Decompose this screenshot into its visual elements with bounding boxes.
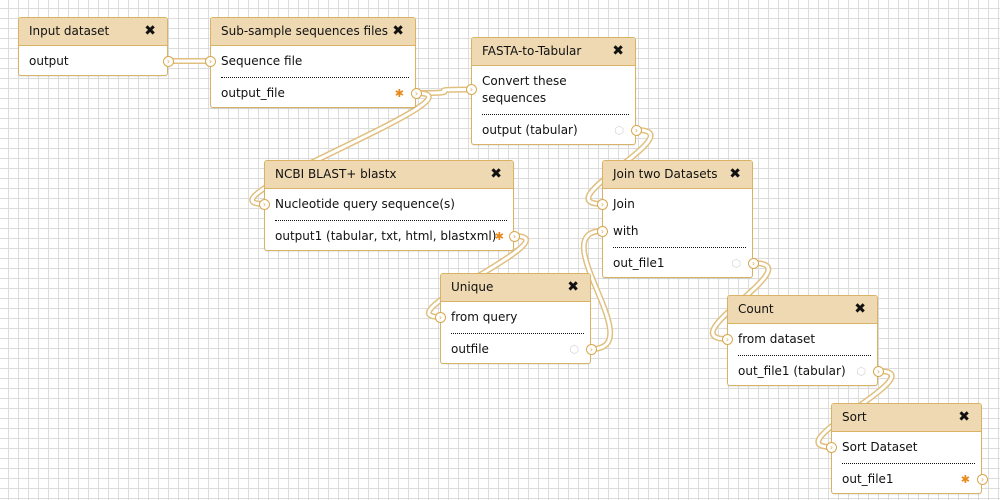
node-header[interactable]: Sub-sample sequences files ✖ [211,18,415,46]
input-terminal-row: › with [597,218,752,245]
workflow-output-star-icon[interactable]: ✱ [494,229,504,243]
divider [451,333,584,334]
node-ncbi-blastx[interactable]: NCBI BLAST+ blastx ✖ › Nucleotide query … [259,160,520,251]
input-port-icon[interactable]: › [597,225,608,237]
input-label: Nucleotide query sequence(s) [275,197,455,211]
output-port-icon[interactable]: › [411,87,422,99]
workflow-output-unmarked-icon[interactable]: ⬡ [614,123,624,137]
close-icon[interactable]: ✖ [958,409,970,425]
output-port-icon[interactable]: › [586,343,597,355]
input-terminal-row: › Sort Dataset [826,434,981,461]
node-fasta-to-tabular[interactable]: FASTA-to-Tabular ✖ › Convert these seque… [466,37,642,145]
connection-wire-inner [416,88,472,95]
input-label: with [613,224,639,238]
input-port-icon[interactable]: › [435,311,446,323]
node-title: Input dataset [29,24,110,38]
output-terminal-row: output1 (tabular, txt, html, blastxml) ✱… [265,223,520,250]
divider [221,77,409,78]
node-title: FASTA-to-Tabular [482,44,582,58]
connection-wire-inner [251,91,430,206]
output-label: out_file1 [842,472,894,486]
node-header[interactable]: Join two Datasets ✖ [603,161,752,189]
workflow-output-star-icon[interactable]: ✱ [394,86,404,100]
output-terminal-row: outfile ⬡ › [441,336,597,363]
input-port-icon[interactable]: › [826,441,837,453]
input-label: Join [613,197,635,211]
input-terminal-row: › Sequence file [205,48,415,75]
workflow-output-unmarked-icon[interactable]: ⬡ [731,256,741,270]
input-port-icon[interactable]: › [259,198,270,210]
close-icon[interactable]: ✖ [490,166,502,182]
output-port-icon[interactable]: › [748,257,759,269]
close-icon[interactable]: ✖ [144,23,156,39]
divider [738,355,871,356]
output-terminal-row: output (tabular) ⬡ › [472,117,642,144]
close-icon[interactable]: ✖ [729,166,741,182]
output-label: output (tabular) [482,123,578,137]
output-port-icon[interactable]: › [163,55,174,67]
output-terminal-row: output_file ✱ › [211,80,422,107]
close-icon[interactable]: ✖ [612,43,624,59]
workflow-output-unmarked-icon[interactable]: ⬡ [569,342,579,356]
divider [842,463,975,464]
output-terminal-row: output › [19,48,174,75]
output-label: out_file1 (tabular) [738,364,846,378]
output-terminal-row: out_file1 ✱ › [832,466,988,493]
input-port-icon[interactable]: › [466,84,477,95]
node-title: Join two Datasets [613,167,718,181]
node-header[interactable]: FASTA-to-Tabular ✖ [472,38,635,66]
input-terminal-row: › Join [597,191,752,218]
node-header[interactable]: Input dataset ✖ [19,18,167,46]
output-label: output1 (tabular, txt, html, blastxml) [275,229,497,243]
node-title: Unique [451,280,494,294]
node-header[interactable]: Count ✖ [728,296,877,324]
node-header[interactable]: Sort ✖ [832,404,981,432]
node-unique[interactable]: Unique ✖ › from query outfile ⬡ › [435,273,597,364]
node-header[interactable]: NCBI BLAST+ blastx ✖ [265,161,513,189]
input-terminal-row: › from query [435,304,590,331]
input-label: Sequence file [221,54,303,68]
output-label: output [29,54,69,68]
output-label: out_file1 [613,256,665,270]
node-header[interactable]: Unique ✖ [441,274,590,302]
workflow-output-star-icon[interactable]: ✱ [960,472,970,486]
input-label: Sort Dataset [842,440,918,454]
input-label: from query [451,310,518,324]
output-port-icon[interactable]: › [873,365,884,377]
input-terminal-row: › Nucleotide query sequence(s) [259,191,513,218]
input-port-icon[interactable]: › [597,198,608,210]
input-terminal-row: › Convert these sequences [466,68,592,112]
output-port-icon[interactable]: › [509,230,520,242]
input-label: Convert these sequences [482,74,567,105]
divider [613,247,746,248]
input-label: from dataset [738,332,816,346]
connection-wire-inner [582,229,612,351]
node-join-two-datasets[interactable]: Join two Datasets ✖ › Join › with out_fi… [597,160,759,278]
input-port-icon[interactable]: › [722,333,733,345]
node-input-dataset[interactable]: Input dataset ✖ output › [18,17,174,76]
node-title: NCBI BLAST+ blastx [275,167,397,181]
node-subsample-sequences[interactable]: Sub-sample sequences files ✖ › Sequence … [205,17,422,108]
node-sort[interactable]: Sort ✖ › Sort Dataset out_file1 ✱ › [826,403,988,494]
input-port-icon[interactable]: › [205,55,216,67]
close-icon[interactable]: ✖ [392,23,404,39]
close-icon[interactable]: ✖ [567,279,579,295]
workflow-output-unmarked-icon[interactable]: ⬡ [856,364,866,378]
output-label: outfile [451,342,489,356]
output-terminal-row: out_file1 (tabular) ⬡ › [728,358,884,385]
output-terminal-row: out_file1 ⬡ › [603,250,759,277]
output-port-icon[interactable]: › [631,124,642,136]
node-title: Sub-sample sequences files [221,24,389,38]
output-label: output_file [221,86,285,100]
node-title: Sort [842,410,867,424]
divider [275,220,507,221]
node-title: Count [738,302,774,316]
divider [482,114,629,115]
output-port-icon[interactable]: › [977,473,988,485]
node-count[interactable]: Count ✖ › from dataset out_file1 (tabula… [722,295,884,386]
input-terminal-row: › from dataset [722,326,877,353]
close-icon[interactable]: ✖ [854,301,866,317]
